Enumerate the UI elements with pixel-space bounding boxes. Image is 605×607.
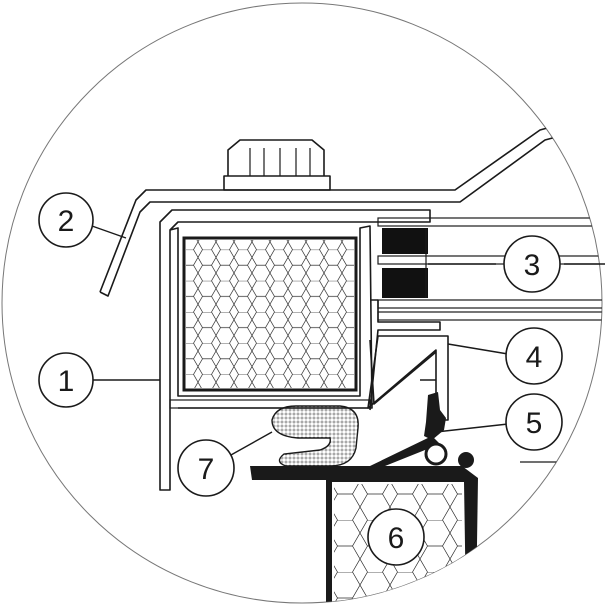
callout-3-label: 3: [524, 249, 541, 282]
callout-5: 5: [505, 393, 563, 451]
spacer-top: [382, 228, 428, 254]
callout-2: 2: [38, 192, 94, 248]
callout-4-label: 4: [526, 341, 543, 374]
leader-2: [91, 225, 127, 239]
frame-insulation: [186, 240, 354, 388]
callout-1-label: 1: [58, 365, 75, 398]
callout-5-label: 5: [526, 407, 543, 440]
spacer-bottom: [382, 268, 428, 298]
door-leaf: [250, 452, 478, 603]
callout-1: 1: [38, 352, 94, 408]
callout-7-label: 7: [198, 453, 215, 486]
callout-3: 3: [503, 235, 561, 293]
leader-5: [435, 423, 509, 433]
leader-4: [447, 343, 509, 355]
callout-7: 7: [177, 439, 235, 497]
frame-insulation-border: [182, 236, 358, 392]
gasket: [370, 392, 448, 468]
bolt-head: [223, 139, 331, 191]
callout-6: 6: [367, 508, 425, 566]
glazing-unit: [377, 217, 602, 321]
callout-6-label: 6: [388, 522, 405, 555]
callout-4: 4: [505, 327, 563, 385]
seal: [271, 405, 359, 467]
callout-2-label: 2: [58, 205, 75, 238]
